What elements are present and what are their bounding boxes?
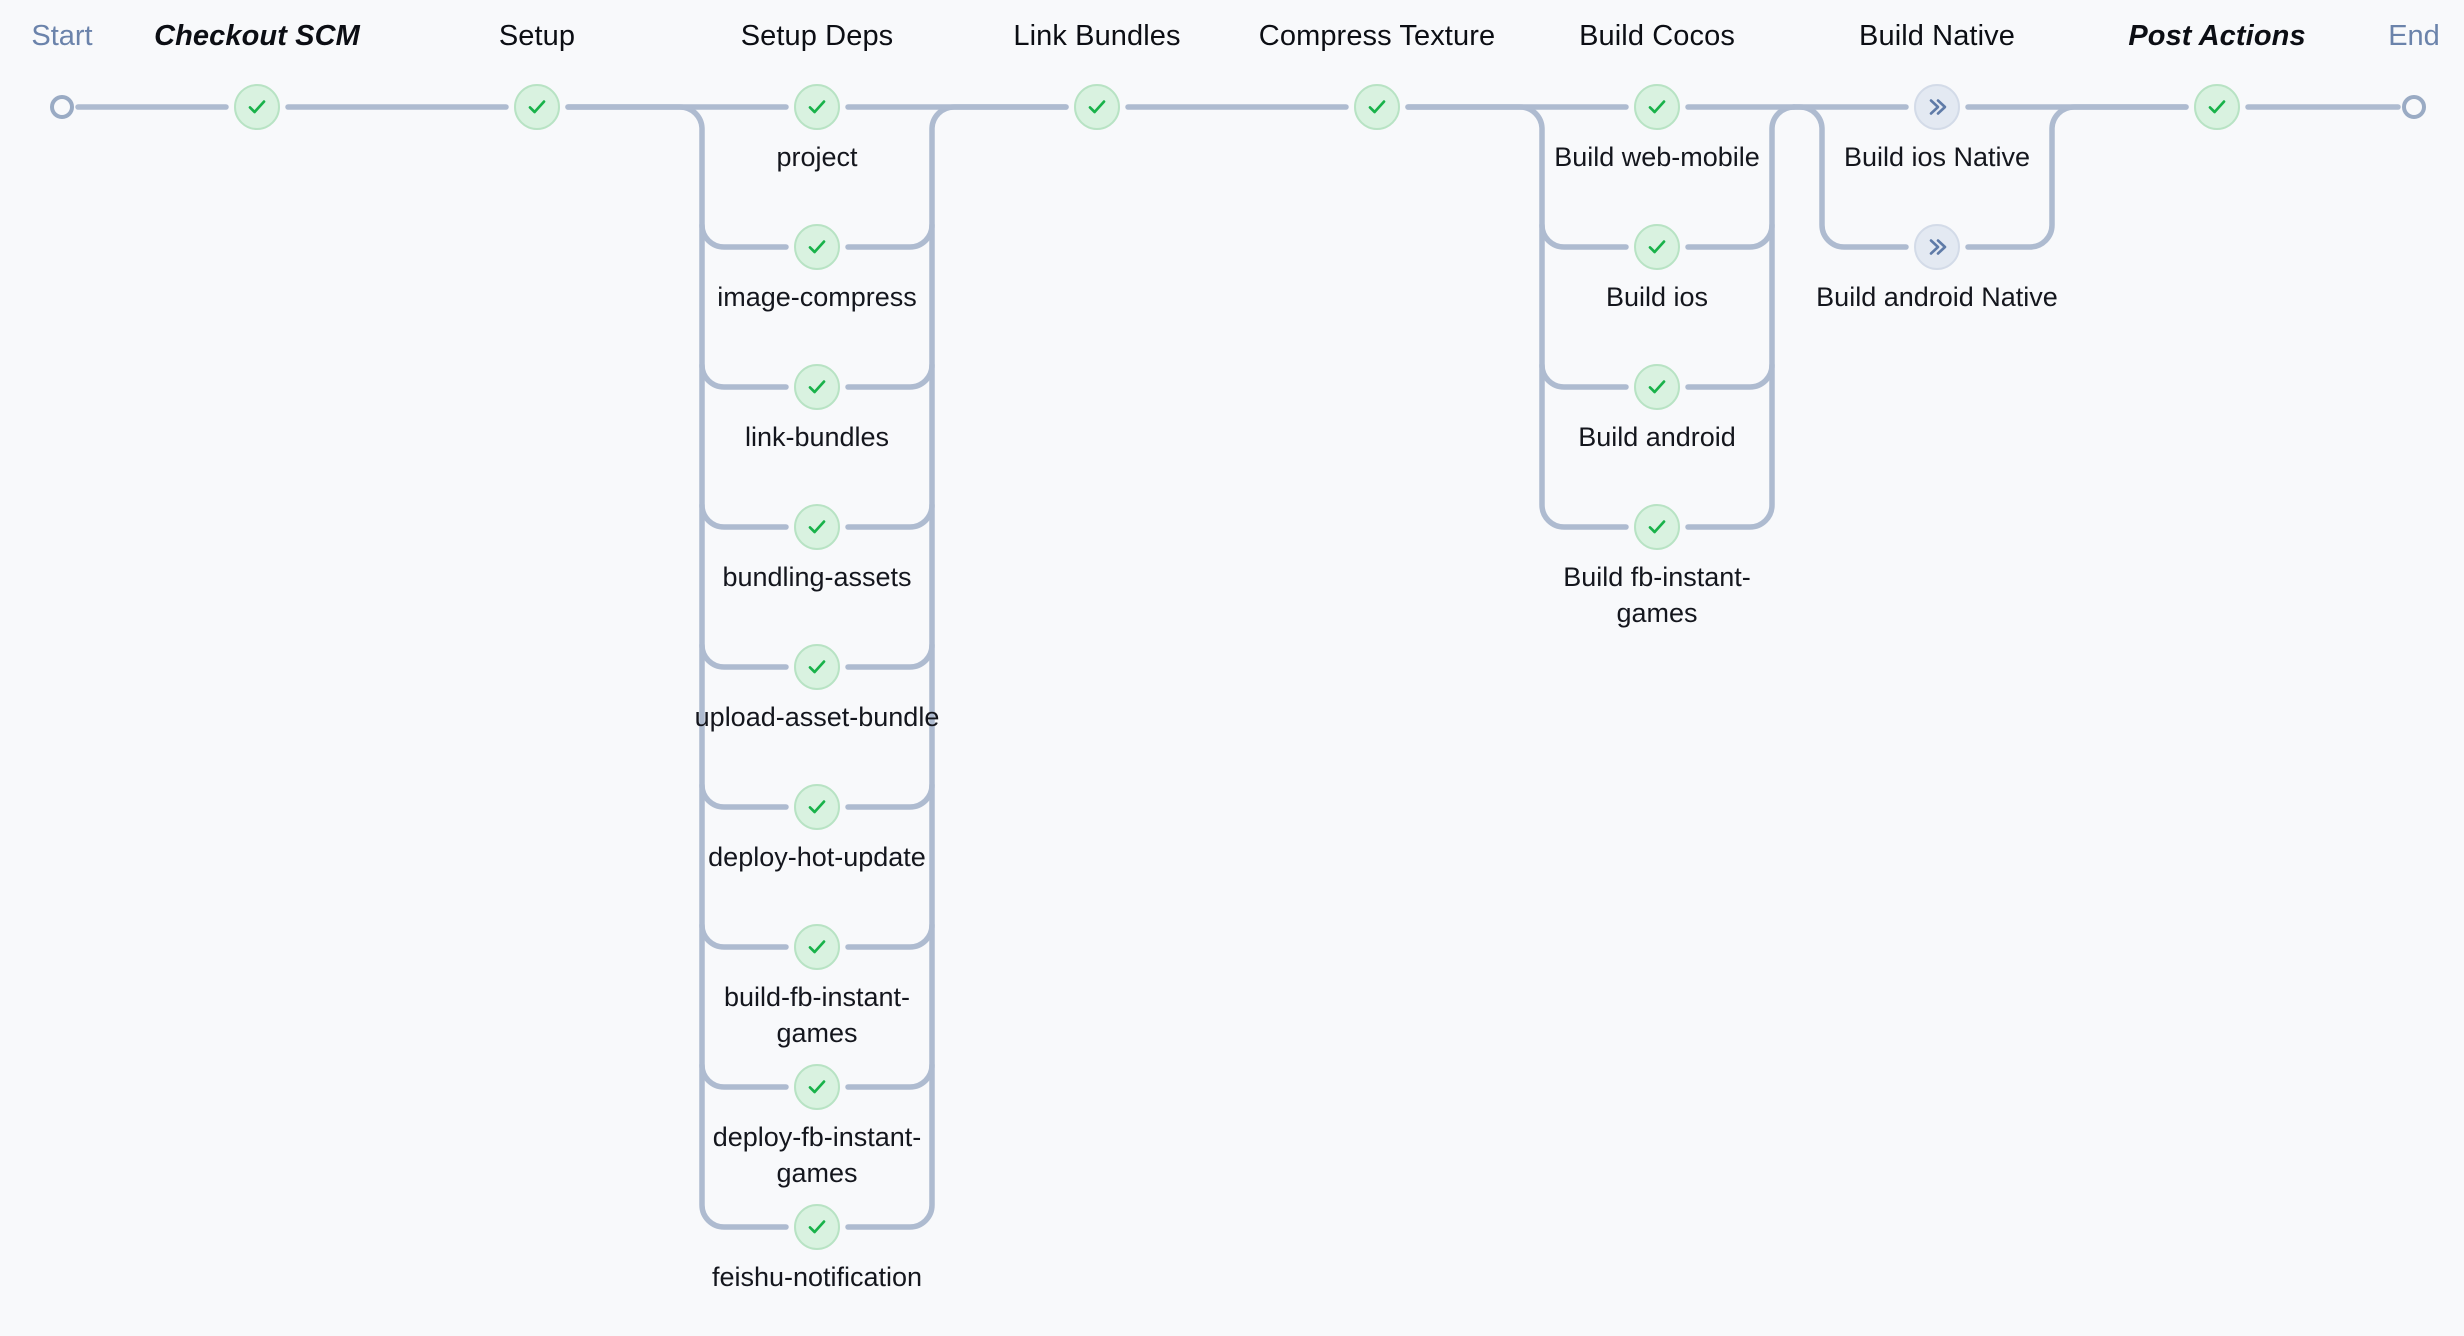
edge-setup-fanout-spine — [565, 104, 789, 1230]
edge-setup-deps-branch-1 — [699, 222, 789, 250]
check-icon — [805, 235, 829, 259]
check-icon — [525, 95, 549, 119]
node-label-setup-deps-5: deploy-hot-update — [708, 842, 926, 872]
stage-node-build-native-1[interactable] — [1914, 224, 1960, 270]
stage-node-setup-deps-1[interactable] — [794, 224, 840, 270]
check-icon — [1645, 235, 1669, 259]
node-label-setup-deps-1: image-compress — [717, 282, 917, 312]
edge-build-cocos-branch-1 — [1539, 222, 1629, 250]
edge-build-cocos-fanin-spine — [1685, 104, 1797, 530]
node-label-build-native-0: Build ios Native — [1843, 142, 2031, 172]
check-icon — [1645, 375, 1669, 399]
stage-node-setup-deps-3[interactable] — [794, 504, 840, 550]
edge-build-cocos-branch-2 — [1539, 362, 1629, 390]
edge-build-cocos-merge-1 — [1685, 222, 1775, 250]
edge-setup-deps-branch-4 — [699, 642, 789, 670]
node-label-setup-deps-7: deploy-fb-instant-games — [712, 1122, 922, 1188]
check-icon — [805, 795, 829, 819]
edge-setup-deps-merge-6 — [845, 922, 935, 950]
check-icon — [805, 515, 829, 539]
edge-setup-deps-branch-7 — [699, 1062, 789, 1090]
stage-node-setup-deps-6[interactable] — [794, 924, 840, 970]
stage-heading-post-actions[interactable]: Post Actions — [2128, 20, 2306, 52]
check-icon — [805, 935, 829, 959]
stage-node-setup-deps-5[interactable] — [794, 784, 840, 830]
stage-node-setup-deps-7[interactable] — [794, 1064, 840, 1110]
check-icon — [1645, 95, 1669, 119]
edge-build-native-fanin-spine — [1965, 104, 2189, 250]
stage-node-setup-deps-2[interactable] — [794, 364, 840, 410]
start-ring-icon — [50, 95, 74, 119]
stage-node-compress-texture[interactable] — [1354, 84, 1400, 130]
edge-setup-deps-branch-2 — [699, 362, 789, 390]
stage-heading-setup[interactable]: Setup — [498, 20, 576, 52]
stage-node-post-actions[interactable] — [2194, 84, 2240, 130]
double-chevron-right-icon — [1925, 95, 1949, 119]
edge-setup-deps-merge-5 — [845, 782, 935, 810]
edge-setup-deps-merge-7 — [845, 1062, 935, 1090]
edge-setup-deps-merge-1 — [845, 222, 935, 250]
node-label-build-cocos-0: Build web-mobile — [1554, 142, 1760, 172]
check-icon — [805, 1075, 829, 1099]
check-icon — [1085, 95, 1109, 119]
stage-node-build-cocos-0[interactable] — [1634, 84, 1680, 130]
node-label-setup-deps-2: link-bundles — [744, 422, 890, 452]
start-label: Start — [31, 20, 93, 52]
edge-setup-deps-fanin-spine — [845, 104, 1069, 1230]
edge-setup-deps-merge-4 — [845, 642, 935, 670]
stage-heading-link-bundles[interactable]: Link Bundles — [1013, 20, 1181, 52]
edge-setup-deps-branch-3 — [699, 502, 789, 530]
stage-node-setup[interactable] — [514, 84, 560, 130]
stage-node-setup-deps-8[interactable] — [794, 1204, 840, 1250]
edge-build-native-fanout-spine — [1791, 104, 1909, 250]
stage-node-build-native-0[interactable] — [1914, 84, 1960, 130]
edge-build-cocos-merge-2 — [1685, 362, 1775, 390]
stage-node-checkout-scm[interactable] — [234, 84, 280, 130]
node-label-setup-deps-4: upload-asset-bundle — [694, 702, 940, 732]
stage-heading-build-cocos[interactable]: Build Cocos — [1579, 20, 1735, 52]
node-label-setup-deps-3: bundling-assets — [722, 562, 912, 592]
node-label-setup-deps-6: build-fb-instant-games — [723, 982, 911, 1048]
edge-setup-deps-merge-2 — [845, 362, 935, 390]
node-label-setup-deps-0: project — [776, 142, 858, 172]
check-icon — [2205, 95, 2229, 119]
node-label-build-cocos-3: Build fb-instant-games — [1563, 562, 1751, 628]
stage-node-link-bundles[interactable] — [1074, 84, 1120, 130]
edge-compress-texture-fanout-spine — [1405, 104, 1629, 530]
check-icon — [1645, 515, 1669, 539]
stage-heading-setup-deps[interactable]: Setup Deps — [740, 20, 894, 52]
end-label: End — [2388, 20, 2440, 52]
stage-node-setup-deps-4[interactable] — [794, 644, 840, 690]
node-label-build-cocos-1: Build ios — [1605, 282, 1709, 312]
check-icon — [1365, 95, 1389, 119]
stage-heading-compress-texture[interactable]: Compress Texture — [1258, 20, 1496, 52]
check-icon — [805, 655, 829, 679]
double-chevron-right-icon — [1925, 235, 1949, 259]
node-label-build-cocos-2: Build android — [1578, 422, 1736, 452]
node-label-setup-deps-8: feishu-notification — [711, 1262, 923, 1292]
edge-setup-deps-branch-5 — [699, 782, 789, 810]
stage-heading-checkout-scm[interactable]: Checkout SCM — [154, 20, 360, 52]
stage-node-setup-deps-0[interactable] — [794, 84, 840, 130]
check-icon — [805, 375, 829, 399]
check-icon — [805, 1215, 829, 1239]
check-icon — [805, 95, 829, 119]
edge-setup-deps-merge-3 — [845, 502, 935, 530]
stage-node-build-cocos-3[interactable] — [1634, 504, 1680, 550]
stage-node-build-cocos-2[interactable] — [1634, 364, 1680, 410]
node-label-build-native-1: Build android Native — [1816, 282, 2058, 312]
stage-node-build-cocos-1[interactable] — [1634, 224, 1680, 270]
end-ring-icon — [2402, 95, 2426, 119]
stage-heading-build-native[interactable]: Build Native — [1859, 20, 2015, 52]
check-icon — [245, 95, 269, 119]
edge-setup-deps-branch-6 — [699, 922, 789, 950]
